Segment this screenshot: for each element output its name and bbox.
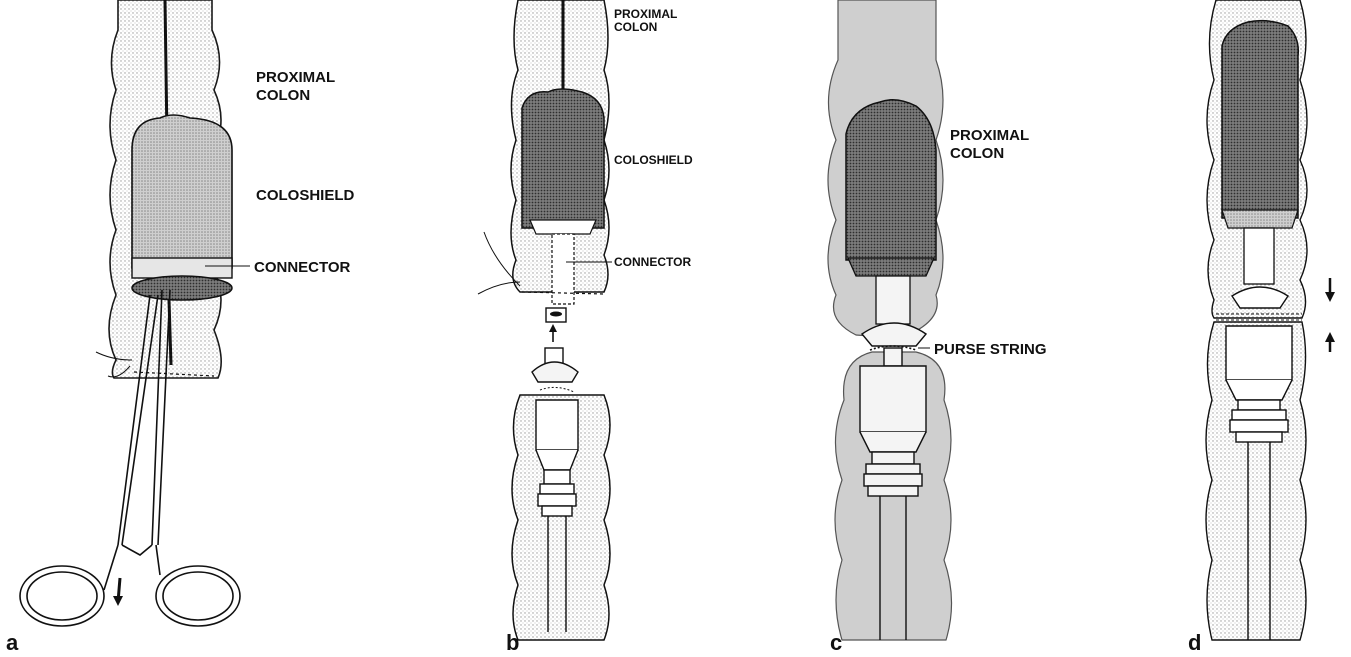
coloshield-d (1222, 21, 1298, 218)
label-proximal-c-1: PROXIMAL (950, 127, 1029, 144)
label-purse-string-c: PURSE STRING (934, 341, 1047, 358)
panel-letter-a: a (6, 630, 19, 655)
panel-c: PROXIMAL COLON PURSE STRING c (828, 0, 1047, 655)
label-coloshield-a: COLOSHIELD (256, 187, 355, 204)
coloshield-b (522, 89, 604, 228)
connector-ring-a (132, 258, 232, 278)
coloshield-c (846, 100, 936, 260)
label-connector-a: CONNECTOR (254, 259, 351, 276)
panel-d: d (1188, 0, 1335, 655)
label-connector-b: CONNECTOR (614, 255, 691, 269)
connector-c (876, 276, 910, 324)
label-proximal-b-1: PROXIMAL (614, 7, 677, 21)
panel-letter-b: b (506, 630, 519, 655)
label-proximal-c-2: COLON (950, 145, 1004, 162)
panel-a: PROXIMAL COLON COLOSHIELD CONNECTOR a (6, 0, 355, 655)
coloshield-a (132, 115, 232, 268)
panel-b: PROXIMAL COLON COLOSHIELD CONNECTOR b (478, 0, 693, 655)
label-coloshield-b: COLOSHIELD (614, 153, 693, 167)
label-proximal-a-1: PROXIMAL (256, 69, 335, 86)
panel-letter-c: c (830, 630, 842, 655)
connector-d (1244, 228, 1274, 284)
label-proximal-b-2: COLON (614, 20, 657, 34)
label-proximal-a-2: COLON (256, 87, 310, 104)
anvil-b (532, 362, 578, 382)
panel-letter-d: d (1188, 630, 1201, 655)
